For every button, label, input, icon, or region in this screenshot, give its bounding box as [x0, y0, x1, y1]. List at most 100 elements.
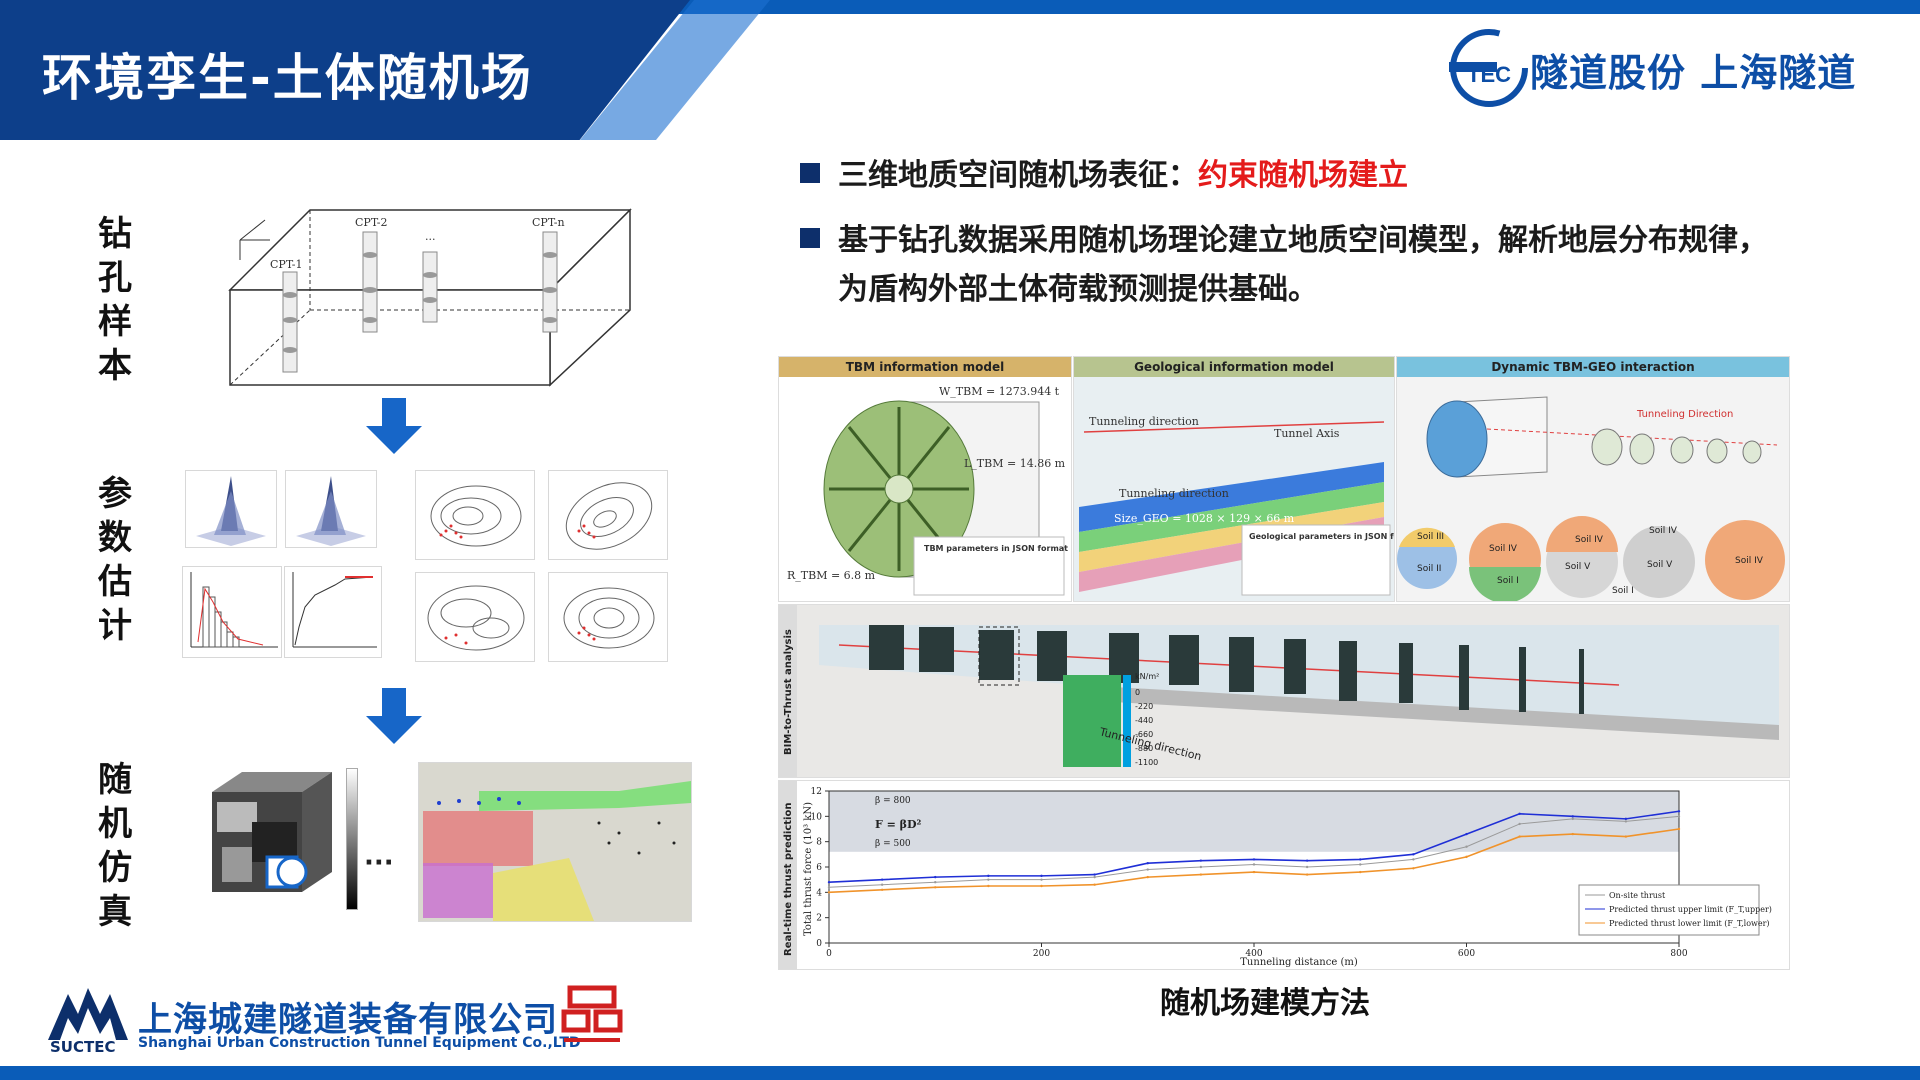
geo-size: Size_GEO = 1028 × 129 × 66 m: [1114, 512, 1295, 525]
tbm-length: L_TBM = 14.86 m: [964, 457, 1066, 470]
data-point: [880, 883, 884, 886]
data-point: [1677, 827, 1681, 831]
data-point: [1465, 845, 1468, 848]
bim-colorbar-tick: -220: [1135, 702, 1153, 711]
data-point: [1677, 815, 1681, 818]
y-tick-label: 10: [811, 812, 823, 822]
tbm-info-panel: TBM information model W_TBM = 1273.944 t…: [778, 356, 1072, 602]
arrow-down-icon: [366, 688, 422, 744]
thrust-chart: Real-time thrust prediction Total thrust…: [779, 781, 1772, 969]
tbm-params-title: TBM parameters in JSON format: [924, 544, 1068, 553]
title-banner: [0, 0, 690, 140]
borehole-label-n: CPT-n: [532, 216, 565, 229]
contour-plot-2: [548, 470, 668, 560]
data-point: [1571, 815, 1574, 818]
bim-side-label: BIM-to-Thrust analysis: [783, 629, 794, 755]
soil-label: Soil V: [1565, 562, 1591, 572]
band: [829, 791, 1679, 852]
data-point: [1146, 875, 1149, 879]
data-point: [987, 878, 990, 881]
arrow-down-icon: [366, 398, 422, 454]
data-point: [827, 886, 831, 889]
logo-mark: TEC: [1467, 62, 1511, 87]
cdf-plot: [284, 566, 382, 658]
data-point: [1305, 859, 1309, 862]
data-point: [1359, 870, 1362, 874]
random-field-section: [418, 762, 692, 922]
geo-params-title: Geological parameters in JSON format: [1249, 532, 1394, 541]
step-label-estimation: 参数估计: [98, 474, 132, 646]
bullet-1: 三维地质空间随机场表征：约束随机场建立: [800, 150, 1408, 194]
bim-colorbar-tick: -880: [1135, 744, 1153, 753]
soil-label: Soil IV: [1649, 526, 1678, 536]
chart-legend: On-site thrust Predicted thrust upper li…: [1578, 884, 1772, 936]
x-tick-label: 400: [1245, 949, 1262, 959]
step-label-borehole: 钻孔样本: [98, 214, 132, 386]
bullet-2-continuation: 为盾构外部土体荷载预测提供基础。: [838, 272, 1318, 307]
legend-item: Predicted thrust upper limit (F_T,upper): [1609, 905, 1772, 914]
rt-ylabel: Total thrust force (10³ kN): [803, 802, 814, 936]
data-point: [827, 891, 831, 894]
data-point: [1571, 832, 1574, 836]
histogram-plot: [182, 566, 282, 658]
data-point: [1465, 855, 1468, 859]
soil-label: Soil IV: [1489, 544, 1518, 554]
bim-colorbar-tick: -440: [1135, 716, 1153, 725]
geo-tunneling-direction-2: Tunneling direction: [1119, 487, 1229, 500]
data-point: [1252, 858, 1256, 861]
random-field-cube: [182, 762, 352, 912]
legend-item: On-site thrust: [1609, 891, 1666, 900]
dyn-tunneling-direction: Tunneling Direction: [1636, 409, 1733, 420]
soil-label: Soil IV: [1735, 556, 1764, 566]
suctec-logo-icon: [48, 988, 128, 1040]
data-point: [1040, 874, 1043, 878]
borehole-label-1: CPT-1: [270, 258, 302, 271]
rt-beta-lower: β = 500: [875, 839, 911, 849]
data-point: [1199, 865, 1203, 869]
data-point: [1093, 873, 1096, 876]
tec-logo-icon: TEC: [1449, 29, 1528, 107]
dynamic-interaction-panel: Dynamic TBM-GEO interaction Tunneling Di…: [1396, 356, 1790, 602]
data-point: [1465, 832, 1468, 836]
tbm-radius: R_TBM = 6.8 m: [787, 569, 876, 582]
data-point: [1093, 883, 1096, 886]
soil-label: Soil I: [1497, 576, 1519, 586]
borehole-box-figure: CPT-1 CPT-2 ... CPT-n: [228, 208, 632, 387]
data-point: [1677, 810, 1681, 813]
data-point: [1093, 875, 1096, 879]
data-point: [934, 881, 937, 884]
data-point: [1571, 817, 1574, 821]
y-tick-label: 12: [811, 787, 822, 797]
data-point: [934, 886, 937, 889]
footer-abbr: SUCTEC: [50, 1038, 116, 1056]
data-point: [1199, 873, 1203, 876]
data-point: [1412, 867, 1415, 870]
y-tick-label: 8: [816, 838, 822, 848]
bullet-1-highlight: 约束随机场建立: [1198, 158, 1408, 193]
contour-plot-4: [548, 572, 668, 662]
x-tick-label: 0: [826, 949, 832, 959]
footer-company-cn: 上海城建隧道装备有限公司: [138, 1000, 558, 1040]
data-point: [987, 884, 990, 888]
y-tick-label: 4: [816, 888, 822, 898]
bim-thrust-panel: BIM-to-Thrust analysis Tunneling directi…: [778, 604, 1790, 778]
footer-company-en: Shanghai Urban Construction Tunnel Equip…: [138, 1035, 581, 1051]
geo-info-panel: Geological information model Tunneling d…: [1073, 356, 1395, 602]
rt-xlabel: Tunneling distance (m): [1240, 957, 1358, 968]
bottom-bar: [0, 1066, 1920, 1080]
data-point: [1305, 865, 1309, 869]
data-point: [1359, 863, 1362, 866]
data-point: [1518, 835, 1521, 838]
data-point: [1040, 884, 1043, 888]
data-point: [1624, 820, 1628, 823]
soil-label: Soil IV: [1575, 535, 1604, 545]
data-point: [934, 875, 937, 879]
data-point: [1359, 858, 1362, 861]
bullet-2: 基于钻孔数据采用随机场理论建立地质空间模型，解析地层分布规律，: [800, 215, 1768, 259]
rt-side-label: Real-time thrust prediction: [783, 803, 794, 956]
geo-tunneling-direction: Tunneling direction: [1089, 415, 1199, 428]
realtime-thrust-panel: Real-time thrust prediction Total thrust…: [778, 780, 1790, 970]
data-point: [1305, 873, 1309, 876]
rt-beta-upper: β = 800: [875, 796, 911, 806]
data-point: [1040, 878, 1043, 881]
